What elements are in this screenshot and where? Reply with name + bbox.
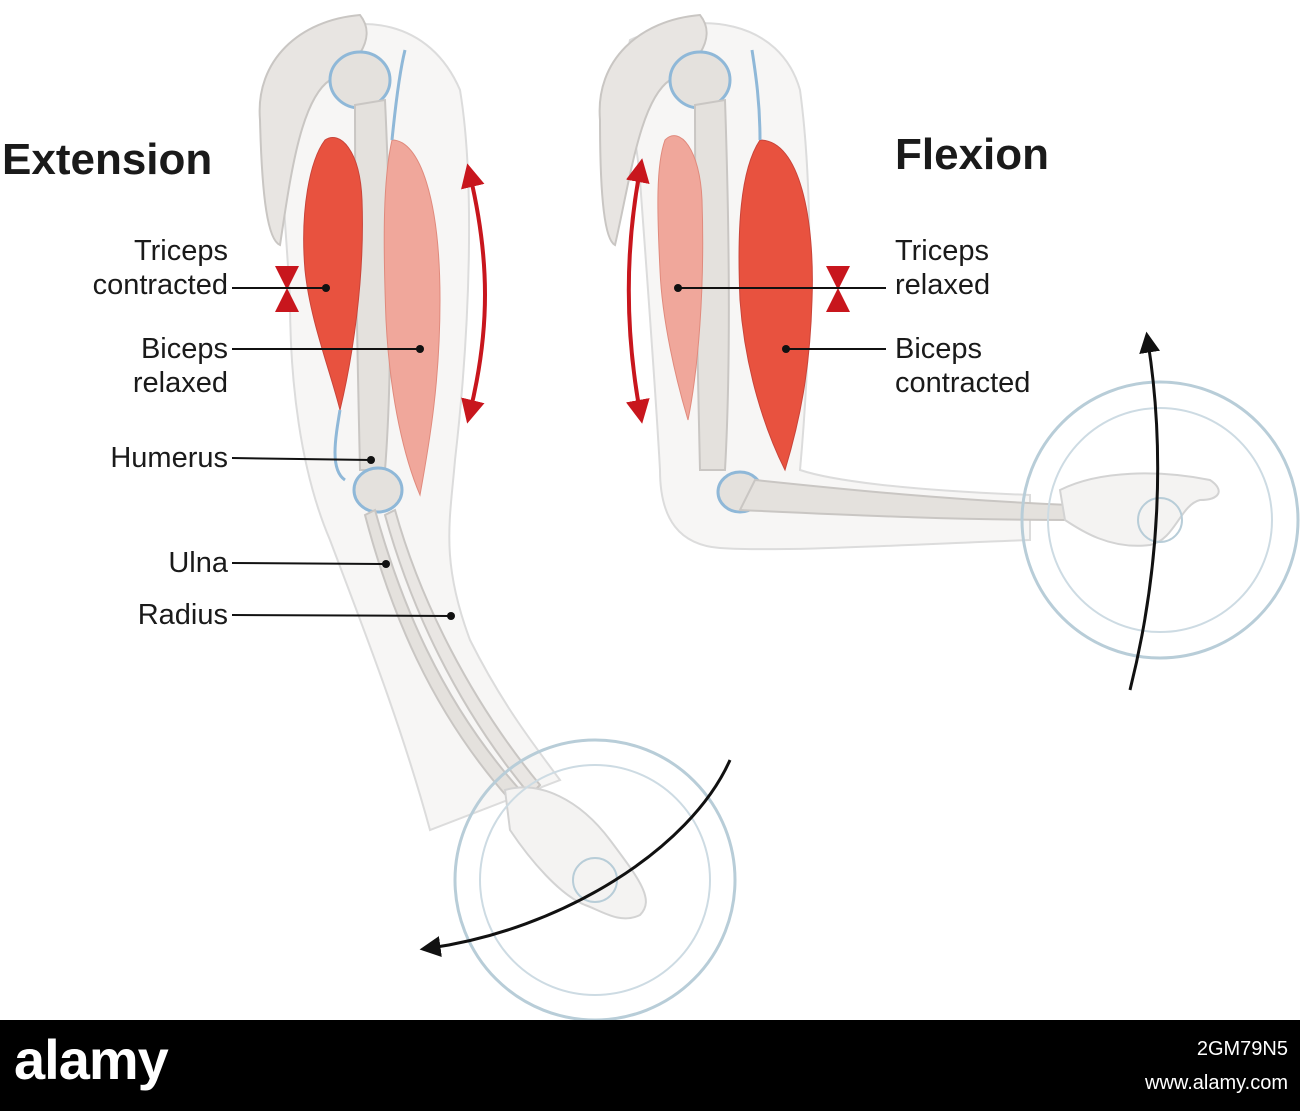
flexion-humerus-head bbox=[668, 50, 732, 110]
extension-weight-outer bbox=[453, 738, 737, 1020]
leader-ext-radius bbox=[231, 614, 452, 617]
label-ext-biceps: Biceps relaxed bbox=[132, 333, 228, 399]
extension-motion-arrow bbox=[419, 759, 732, 957]
extension-elbow-joint bbox=[352, 466, 404, 514]
flexion-biceps-muscle bbox=[738, 139, 813, 472]
extension-biceps-muscle bbox=[383, 139, 441, 497]
arm-diagram bbox=[231, 13, 1300, 1020]
label-flex-triceps: Triceps relaxed bbox=[895, 235, 991, 301]
extension-hand bbox=[503, 786, 647, 920]
label-humerus: Humerus bbox=[110, 442, 228, 474]
extension-biceps-tendon bbox=[390, 49, 407, 141]
flexion-triceps-muscle bbox=[657, 135, 704, 421]
image-id: 2GM79N5 bbox=[1196, 1038, 1288, 1060]
flexion-hand bbox=[1058, 472, 1220, 547]
leader-ext-ulna bbox=[231, 562, 387, 565]
watermark-footer: alamy 2GM79N5 www.alamy.com bbox=[0, 1020, 1300, 1111]
flexion-title: Flexion bbox=[895, 130, 1050, 179]
label-ext-triceps: Triceps contracted bbox=[92, 235, 228, 301]
flexion-weight-hub bbox=[1137, 497, 1183, 543]
flexion-biceps-tendon bbox=[750, 49, 762, 141]
alamy-logo: alamy bbox=[14, 1028, 169, 1091]
flexion-weight-inner bbox=[1047, 407, 1273, 633]
site-url: www.alamy.com bbox=[1145, 1072, 1288, 1094]
extension-biceps-arrow bbox=[461, 163, 487, 424]
flexion-triceps-arrow bbox=[625, 158, 650, 424]
flexion-weight-outer bbox=[1020, 380, 1300, 660]
extension-humerus-head bbox=[328, 50, 392, 110]
extension-arm bbox=[231, 13, 737, 1020]
label-flex-biceps: Biceps contracted bbox=[895, 333, 1031, 399]
leader-ext-humerus bbox=[231, 457, 372, 461]
flexion-arm bbox=[598, 13, 1300, 691]
extension-weight-inner bbox=[479, 764, 711, 996]
extension-title: Extension bbox=[2, 135, 213, 184]
flexion-motion-arrow bbox=[1128, 331, 1161, 691]
label-ulna: Ulna bbox=[168, 547, 228, 579]
extension-triceps-tendon bbox=[333, 409, 346, 482]
label-radius: Radius bbox=[137, 599, 228, 631]
